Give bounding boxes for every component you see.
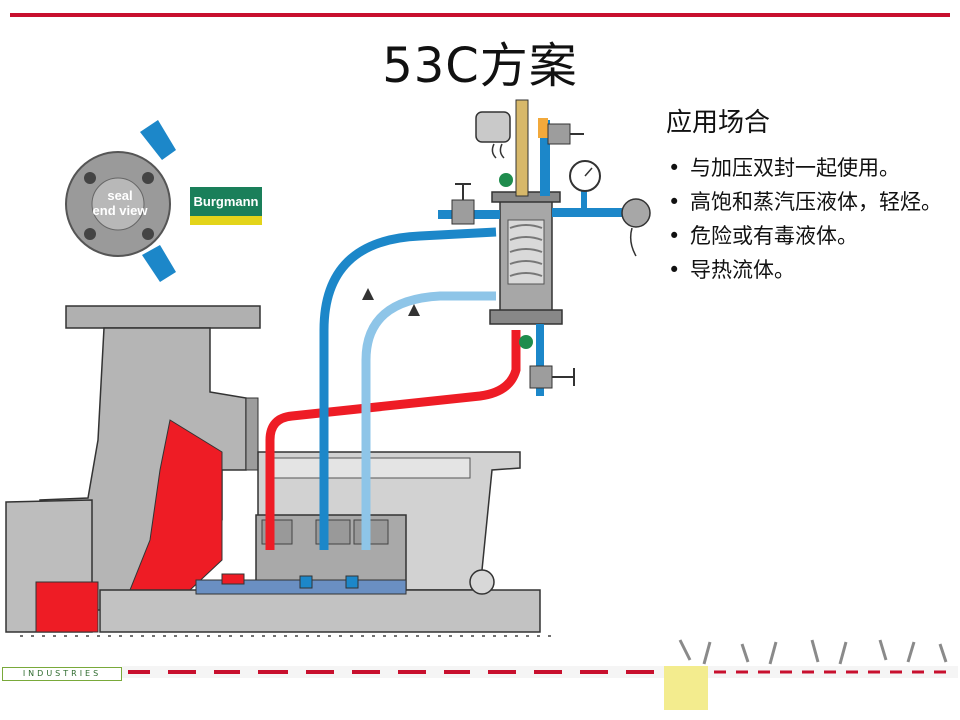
gauge-top [538,118,548,138]
barrier-return-line [361,291,496,550]
seal-assembly [195,514,407,595]
bolt-icon [84,172,96,184]
bearing-ball [469,569,495,595]
fill-valve-icon [621,198,651,228]
barrier-chamber [345,575,359,589]
process-fluid-line [265,330,521,550]
indicator-light [499,173,513,187]
pressure-switch [475,111,511,143]
seal-end-view: seal end view [65,120,176,282]
switch-cable [491,143,505,159]
footer-pattern [128,639,950,674]
seal-port-bottom [142,245,176,282]
bolt-icon [142,172,154,184]
seal-label-line1: seal [107,188,132,203]
barrier-chamber [299,575,313,589]
logo-box [190,187,262,221]
application-notes: 应用场合 与加压双封一起使用。 高饱和蒸汽压液体，轻烃。 危险或有毒液体。 导热… [666,102,951,289]
bolt-icon [142,228,154,240]
logo-stripe [190,216,262,225]
barrier-supply-line [319,227,497,550]
list-item: 危险或有毒液体。 [666,221,951,252]
list-item: 与加压双封一起使用。 [666,153,951,184]
footer-sketch-marks [678,639,948,665]
reservoir [438,99,651,396]
gauge-needle [584,167,593,177]
flow-arrow-icon [362,288,374,300]
burgmann-logo: Burgmann [190,187,262,225]
pump-casing [5,305,261,633]
suction-fluid [35,581,99,633]
logo-text: Burgmann [194,194,259,209]
level-gauge [515,99,529,197]
seal-label-line2: end view [93,203,149,218]
seal-port-top [140,120,176,160]
casing-cover [245,397,259,471]
seal-bore [91,177,145,231]
indicator-light [519,335,533,349]
bellows-convolutions [509,224,543,277]
page-title: 53C方案 [382,38,578,94]
top-valve-icon [547,123,571,145]
footer-strip [122,639,958,710]
gland-port [353,519,389,545]
list-item: 导热流体。 [666,255,951,286]
gauge-line [540,120,550,196]
drain-valve-icon [529,365,553,389]
vent-valve-icon [451,199,475,225]
notes-heading: 应用场合 [666,108,771,138]
notes-list: 与加压双封一起使用。 高饱和蒸汽压液体，轻烃。 危险或有毒液体。 导热流体。 [666,153,951,286]
discharge-flange [65,305,261,329]
top-rule [10,13,950,17]
reservoir-bottom-flange [489,309,563,325]
footer-label: INDUSTRIES [2,667,122,681]
drain-line [536,324,544,396]
primary-seal-chamber [221,573,245,585]
piping [265,227,521,550]
shaft [99,589,541,633]
barrier-fill-line [552,208,622,217]
bolt-icon [84,228,96,240]
fill-cable [629,227,637,257]
list-item: 高饱和蒸汽压液体，轻烃。 [666,187,951,218]
footer-highlight [664,666,708,710]
flow-arrow-icon [408,304,420,316]
